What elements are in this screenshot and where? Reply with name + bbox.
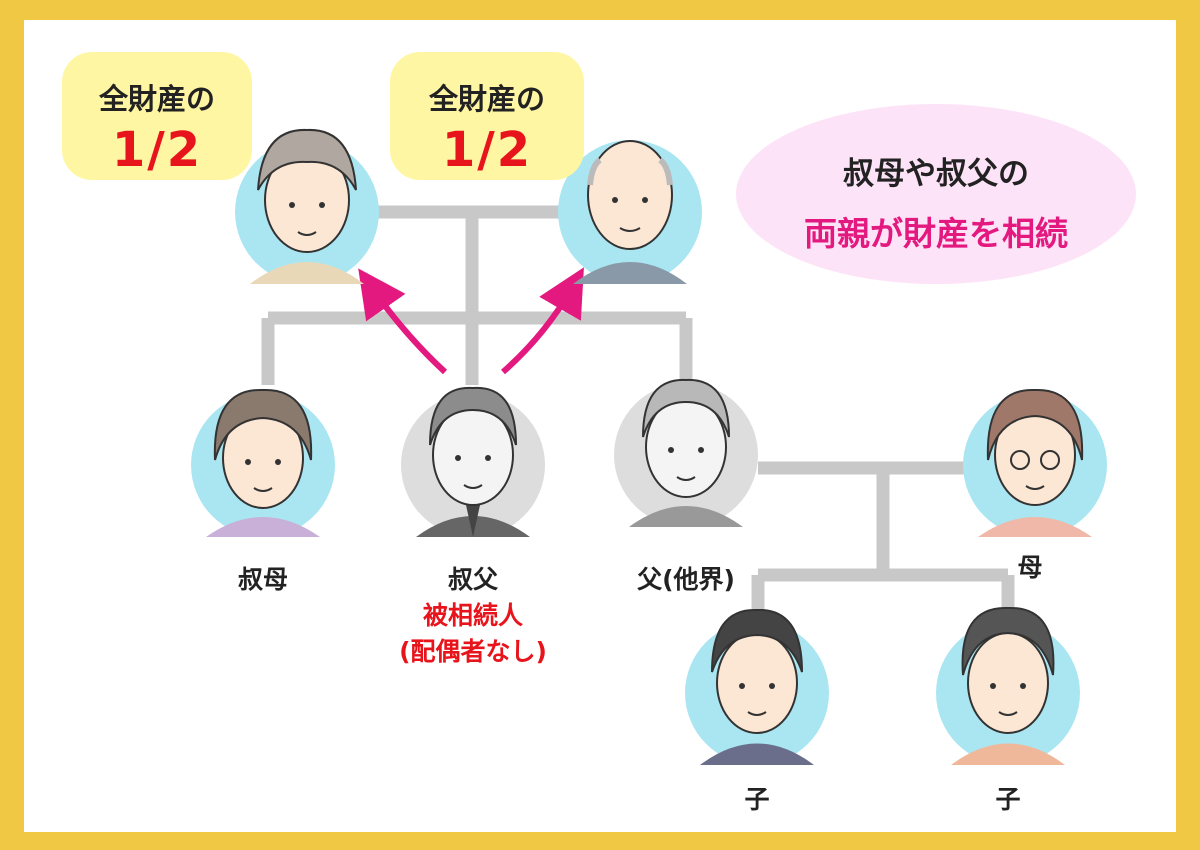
bubble-line1: 叔母や叔父の — [843, 156, 1029, 192]
share-caption: 全財産の — [98, 82, 215, 116]
aunt-avatar — [191, 388, 335, 537]
explanation-bubble: 叔母や叔父の 両親が財産を相続 — [736, 104, 1136, 284]
arrow-to-grandmother — [358, 268, 448, 375]
share-fraction: 1/2 — [441, 122, 533, 178]
arrow-to-grandfather — [501, 267, 584, 375]
father-label: 父(他界) — [637, 565, 735, 594]
share-caption: 全財産の — [428, 82, 545, 116]
child2-label: 子 — [995, 785, 1021, 814]
father-avatar — [614, 378, 758, 527]
uncle-avatar — [401, 386, 545, 537]
uncle-spouse-note: (配偶者なし) — [399, 637, 547, 666]
child2-avatar — [936, 606, 1080, 765]
aunt-label: 叔母 — [237, 565, 288, 594]
mother-label: 母 — [1017, 553, 1043, 582]
grandmother-avatar — [235, 128, 379, 284]
mother-avatar — [963, 388, 1107, 537]
share-fraction: 1/2 — [111, 122, 203, 178]
bubble-line2: 両親が財産を相続 — [804, 214, 1068, 253]
grandmother-share-callout: 全財産の 1/2 — [62, 52, 252, 180]
child1-avatar — [685, 608, 829, 765]
grandfather-share-callout: 全財産の 1/2 — [390, 52, 584, 180]
uncle-role-label: 被相続人 — [422, 601, 523, 630]
uncle-label: 叔父 — [447, 565, 498, 594]
grandfather-avatar — [558, 140, 702, 284]
child1-label: 子 — [744, 785, 770, 814]
